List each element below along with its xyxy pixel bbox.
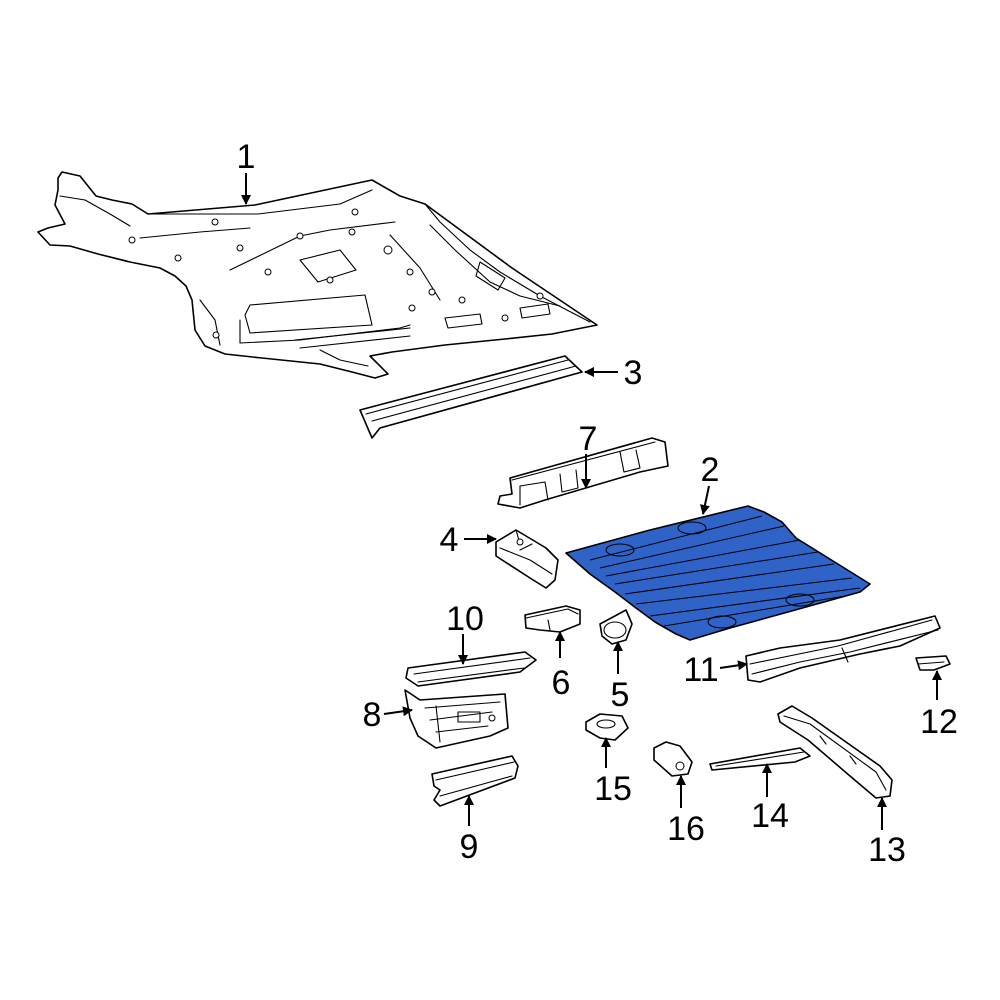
leader-lines (241, 173, 942, 830)
leader-2 (699, 485, 710, 515)
callout-11: 11 (683, 651, 718, 689)
callout-12: 12 (920, 703, 958, 741)
part-4-bracket[interactable] (495, 529, 559, 589)
part-15-bracket[interactable] (585, 713, 629, 741)
callout-2: 2 (701, 451, 720, 489)
callout-14: 14 (751, 797, 789, 835)
callout-1: 1 (237, 138, 256, 176)
leader-8 (383, 706, 413, 717)
callout-5: 5 (611, 676, 630, 714)
callout-8: 8 (363, 696, 382, 734)
part-11-side-rail[interactable] (745, 615, 941, 683)
leader-11 (719, 660, 748, 671)
callout-15: 15 (594, 770, 632, 808)
part-2-rear-floor-pan[interactable] (565, 505, 871, 641)
part-9-rail[interactable] (431, 755, 519, 807)
part-13-rear-rail[interactable] (777, 705, 893, 799)
part-10-sill[interactable] (405, 651, 537, 687)
part-3-rail[interactable] (359, 355, 583, 439)
part-1-front-floor-pan[interactable] (37, 171, 598, 379)
callout-16: 16 (667, 810, 705, 848)
callout-7: 7 (579, 420, 598, 458)
callout-4: 4 (440, 521, 459, 559)
rear-floor-pan-highlight (565, 505, 871, 641)
callout-labels: 1 2 3 4 5 6 7 8 9 10 11 12 13 14 15 16 (237, 138, 958, 869)
callout-13: 13 (868, 831, 906, 869)
callout-3: 3 (624, 354, 643, 392)
part-12-clip[interactable] (915, 655, 951, 671)
part-8-panel[interactable] (404, 689, 509, 749)
callout-6: 6 (552, 664, 571, 702)
part-5-cup[interactable] (599, 609, 633, 645)
part-16-block[interactable] (653, 741, 693, 777)
callout-9: 9 (460, 828, 479, 866)
part-14-brace[interactable] (709, 747, 811, 771)
part-6-bracket[interactable] (524, 605, 581, 633)
part-7-cross-member[interactable] (497, 437, 669, 509)
callout-10: 10 (446, 600, 484, 638)
